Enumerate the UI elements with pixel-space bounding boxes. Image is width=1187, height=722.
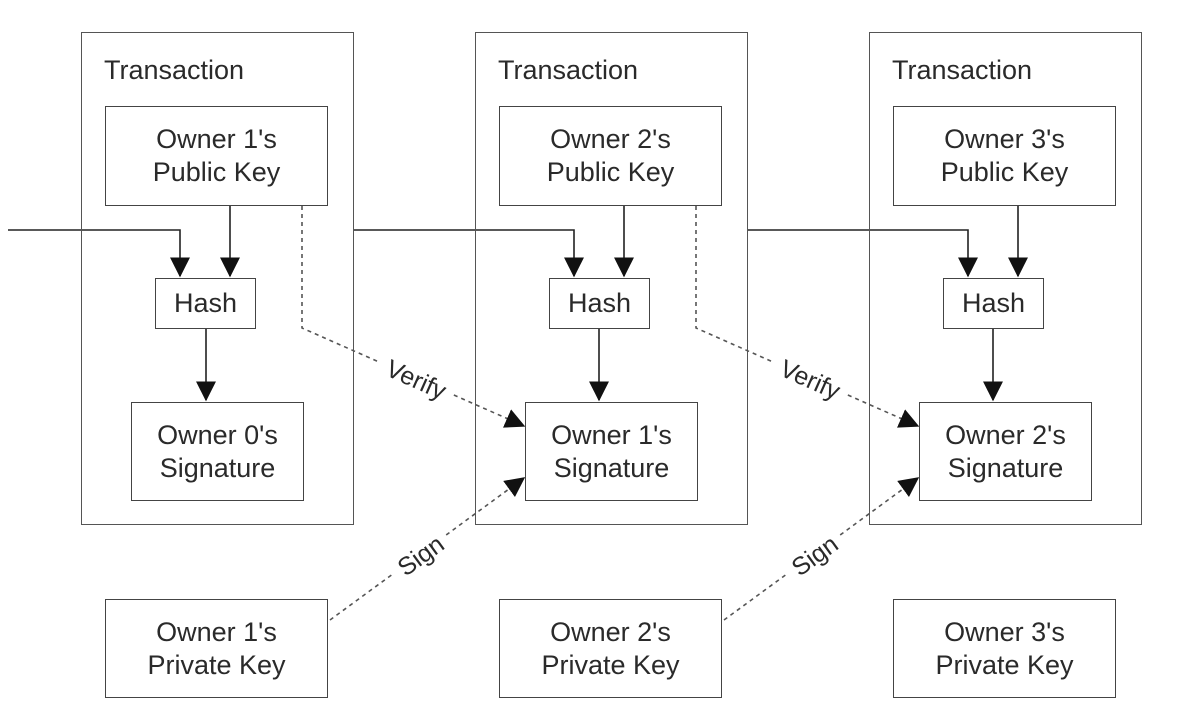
private-key-owner: Owner 3's [944, 616, 1065, 647]
private-key-label: Private Key [935, 649, 1074, 680]
verify-label: Verify [382, 354, 451, 405]
private-key-owner: Owner 1's [156, 616, 277, 647]
chain-edge-in [8, 229, 190, 278]
private-key-box: Owner 3's Private Key [893, 599, 1116, 698]
public-key-label: Public Key [940, 157, 1069, 187]
signature-label: Signature [553, 452, 670, 483]
public-key-box: Owner 3's Public Key [893, 106, 1116, 206]
public-key-label: Public Key [152, 157, 281, 187]
transaction-title: Transaction [498, 55, 639, 85]
signature-label: Signature [947, 452, 1064, 483]
public-key-label: Public Key [546, 157, 675, 187]
private-key-box: Owner 1's Private Key [105, 599, 328, 698]
public-key-owner: Owner 3's [944, 124, 1065, 154]
public-key-owner: Owner 1's [156, 124, 277, 154]
public-key-box: Owner 2's Public Key [499, 106, 722, 206]
chain-edge [748, 229, 978, 278]
hash-box: Hash [155, 278, 256, 329]
private-key-box: Owner 2's Private Key [499, 599, 722, 698]
transaction-container-2: Transaction [475, 32, 748, 525]
signature-box: Owner 0's Signature [131, 402, 304, 501]
chain-edge [354, 229, 584, 278]
public-key-box: Owner 1's Public Key [105, 106, 328, 206]
signature-box: Owner 2's Signature [919, 402, 1092, 501]
hash-box: Hash [549, 278, 650, 329]
private-key-owner: Owner 2's [550, 616, 671, 647]
verify-label: Verify [776, 354, 845, 405]
signature-label: Signature [159, 452, 276, 483]
transaction-container-1: Transaction [81, 32, 354, 525]
transaction-container-3: Transaction [869, 32, 1142, 525]
signature-box: Owner 1's Signature [525, 402, 698, 501]
transaction-title: Transaction [104, 55, 245, 85]
signature-owner: Owner 0's [157, 419, 278, 450]
transaction-title: Transaction [892, 55, 1033, 85]
hash-box: Hash [943, 278, 1044, 329]
signature-owner: Owner 1's [551, 419, 672, 450]
signature-owner: Owner 2's [945, 419, 1066, 450]
private-key-label: Private Key [541, 649, 680, 680]
private-key-label: Private Key [147, 649, 286, 680]
public-key-owner: Owner 2's [550, 124, 671, 154]
